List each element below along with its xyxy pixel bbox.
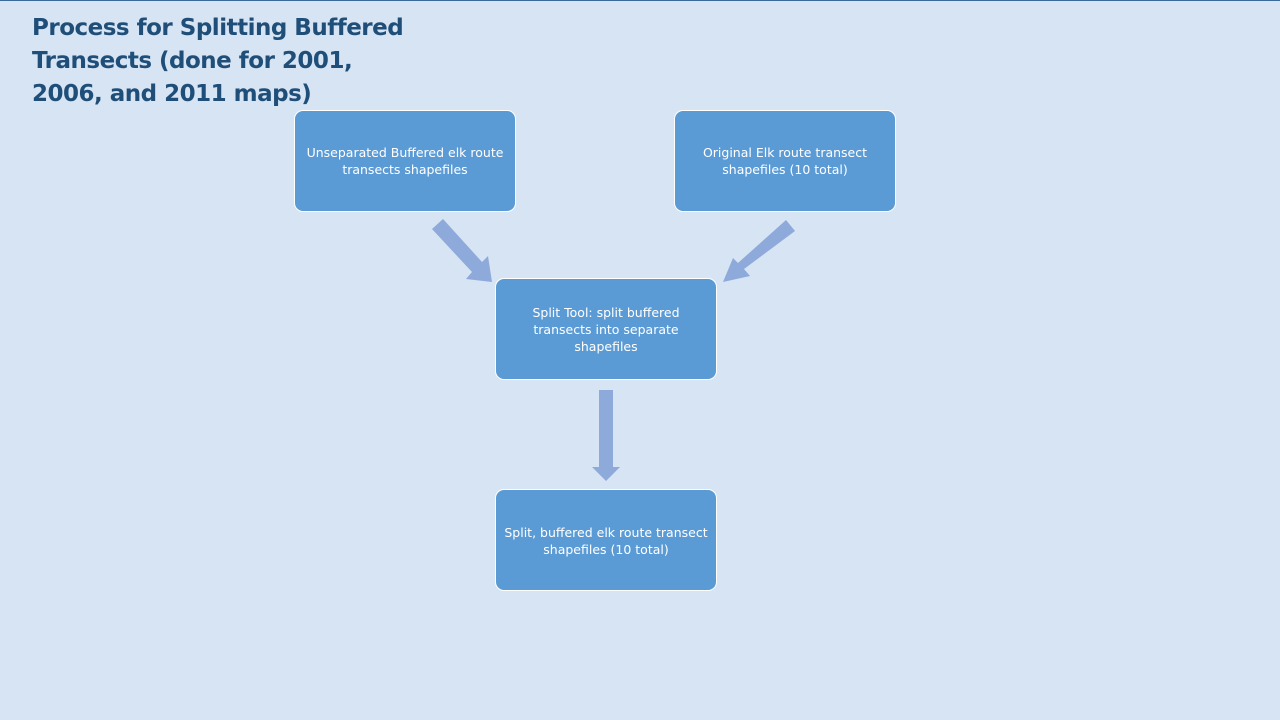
box-label: Split Tool: split buffered transects int… [532,305,680,354]
top-border [0,0,1280,1]
box-unseparated-buffered-transects: Unseparated Buffered elk route transects… [294,110,516,212]
box-label: Split, buffered elk route transect shape… [504,525,708,557]
arrow-unseparated-to-split [432,219,492,282]
box-original-elk-transects: Original Elk route transect shapefiles (… [674,110,896,212]
box-label: Original Elk route transect shapefiles (… [702,145,868,177]
box-split-result: Split, buffered elk route transect shape… [495,489,717,591]
box-split-tool: Split Tool: split buffered transects int… [495,278,717,380]
arrow-original-to-split [723,220,795,282]
box-label: Unseparated Buffered elk route transects… [306,145,504,177]
arrow-split-to-result [592,390,620,481]
slide-title: Process for Splitting Buffered Transects… [32,15,404,107]
